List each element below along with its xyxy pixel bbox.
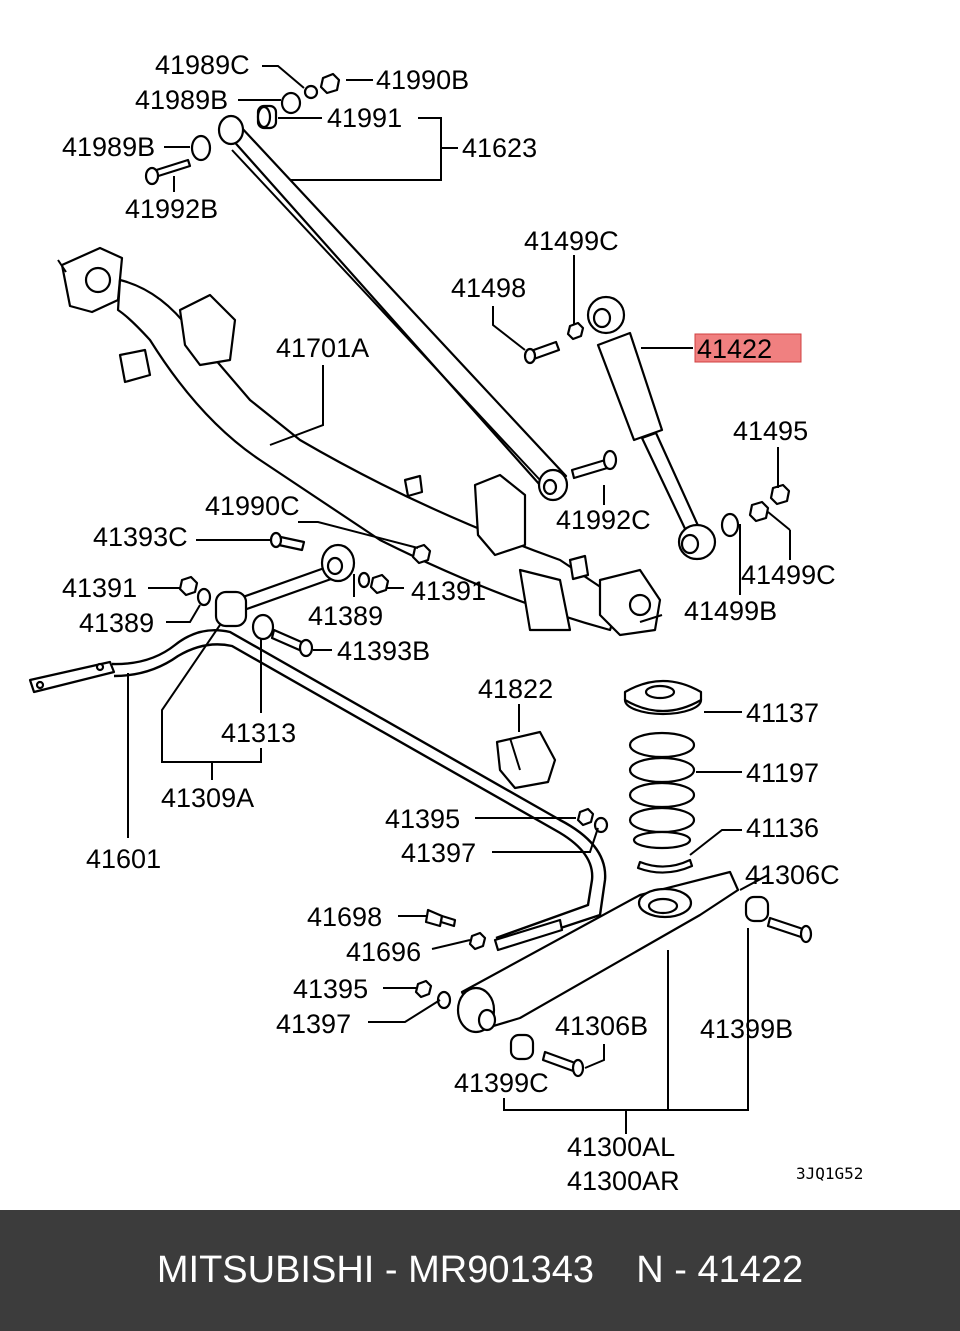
label-41393C: 41393C xyxy=(93,522,188,552)
leader-lines xyxy=(127,65,791,1134)
bump-stopper-41822 xyxy=(495,730,557,790)
label-41393B: 41393B xyxy=(337,636,430,666)
label-41499C-top: 41499C xyxy=(524,226,619,256)
label-41698: 41698 xyxy=(307,902,382,932)
footer-bar: MITSUBISHI - MR901343 N - 41422 xyxy=(0,1210,960,1331)
label-41395-lower: 41395 xyxy=(293,974,368,1004)
label-41990B: 41990B xyxy=(376,65,469,95)
label-41391-left: 41391 xyxy=(62,573,137,603)
label-41498: 41498 xyxy=(451,273,526,303)
label-41136: 41136 xyxy=(746,813,819,843)
label-41397-upper: 41397 xyxy=(401,838,476,868)
label-41701A: 41701A xyxy=(276,333,369,363)
label-41992C: 41992C xyxy=(556,505,651,535)
label-41989C: 41989C xyxy=(155,50,250,80)
footer-part-info: MITSUBISHI - MR901343 N - 41422 xyxy=(156,1249,804,1291)
parts-diagram: 41989C 41990B 41989B 41991 41989B 41623 … xyxy=(28,50,863,1196)
label-41137: 41137 xyxy=(746,698,819,728)
label-41991: 41991 xyxy=(327,103,402,133)
lower-arm-41300 xyxy=(414,807,813,1078)
label-41389-left: 41389 xyxy=(79,608,154,638)
label-41300AL: 41300AL xyxy=(567,1132,675,1162)
label-41389-mid: 41389 xyxy=(308,601,383,631)
label-41422: 41422 xyxy=(697,334,772,364)
label-41499C-right: 41499C xyxy=(741,560,836,590)
label-41391-right: 41391 xyxy=(411,576,486,606)
highlight-box-41422 xyxy=(694,333,802,363)
lateral-rod-41623 xyxy=(217,114,569,502)
label-41990C: 41990C xyxy=(205,491,300,521)
label-41989B-lower: 41989B xyxy=(62,132,155,162)
label-41992B: 41992B xyxy=(125,194,218,224)
label-41399C: 41399C xyxy=(454,1068,549,1098)
label-41495: 41495 xyxy=(733,416,808,446)
label-41989B-upper: 41989B xyxy=(135,85,228,115)
bushing-group-top xyxy=(144,72,341,186)
label-41601: 41601 xyxy=(86,844,161,874)
label-41499B: 41499B xyxy=(684,596,777,626)
label-41399B: 41399B xyxy=(700,1014,793,1044)
label-41197: 41197 xyxy=(746,758,819,788)
diagram-code: 3JQ1G52 xyxy=(796,1164,863,1183)
label-41395-upper: 41395 xyxy=(385,804,460,834)
label-41397-lower: 41397 xyxy=(276,1009,351,1039)
label-41623: 41623 xyxy=(462,133,537,163)
label-41300AR: 41300AR xyxy=(567,1166,680,1196)
label-41306B: 41306B xyxy=(555,1011,648,1041)
shock-absorber-41422 xyxy=(523,295,791,561)
label-41313: 41313 xyxy=(221,718,296,748)
label-41822: 41822 xyxy=(478,674,553,704)
part-labels: 41989C 41990B 41989B 41991 41989B 41623 … xyxy=(62,50,863,1196)
label-41309A: 41309A xyxy=(161,783,254,813)
label-41696: 41696 xyxy=(346,937,421,967)
rear-axle-41701A xyxy=(57,246,663,637)
coil-spring-41197 xyxy=(623,679,703,874)
label-41306C: 41306C xyxy=(745,860,840,890)
